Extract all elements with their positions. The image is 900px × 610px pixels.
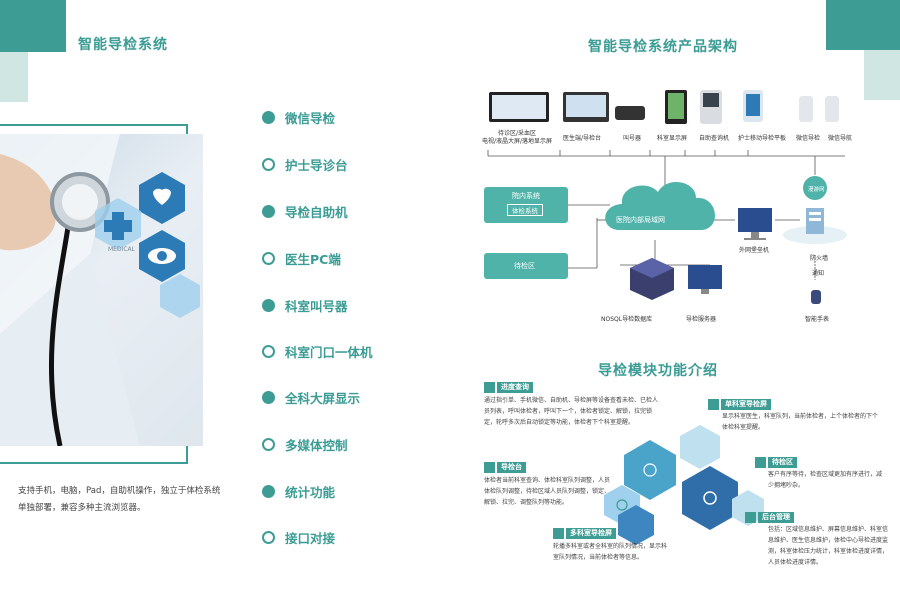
module-text-admin: 包括：区域信息维护、屏幕信息维护、科室信息维护、医生信息维护，体检中心导检进度监… [768, 526, 889, 566]
internal-system-box: 院内系统 体检系统 [484, 187, 568, 223]
feature-item: 全科大屏显示 [262, 388, 360, 407]
module-tag-admin: 后台管理 [745, 511, 794, 523]
feature-item: 科室叫号器 [262, 296, 348, 315]
device-label-tablet: 护士移动导检平板 [737, 135, 786, 142]
bullet-dot-icon [262, 485, 275, 498]
module-text-multi-screen: 轮播多科室或者全科室的队列情况，显示科室队列情况，当前体检者等信息。 [553, 543, 668, 561]
module-title: 导检模块功能介绍 [598, 363, 718, 379]
multi-screen-icon [553, 527, 564, 539]
screen-icon [708, 398, 719, 410]
nosql-label: NOSQL导检数据库 [601, 316, 653, 323]
module-text-waiting: 客户有序等待，检查区域更加有序进行，减少拥堵吵杂。 [768, 471, 883, 489]
photo-illustration [0, 134, 200, 446]
cloud-label: 医院内部局域网 [616, 216, 665, 224]
device-label-wechat-nav: 微信导航 [827, 135, 852, 142]
bullet-dot-icon [262, 111, 275, 124]
feature-item: 接口对接 [262, 528, 335, 547]
feature-item: 医生PC端 [262, 249, 341, 268]
doctor-stethoscope-photo: MEDICAL [0, 134, 203, 446]
module-tag-waiting: 待检区 [755, 456, 797, 468]
module-tag-desk: 导检台 [484, 461, 526, 473]
feature-item: 导检自助机 [262, 202, 348, 221]
firewall-label: 防火墙 [810, 255, 829, 262]
feature-item: 微信导检 [262, 108, 335, 127]
feature-item: 护士导诊台 [262, 155, 348, 174]
bullet-dot-icon [262, 299, 275, 312]
bullet-dot-icon [262, 205, 275, 218]
photo-medical-text: MEDICAL [108, 246, 135, 253]
device-label-caller: 叫号器 [622, 135, 641, 142]
bullet-ring-icon [262, 531, 275, 544]
bullet-ring-icon [262, 252, 275, 265]
corner-block-dark [826, 0, 900, 50]
module-tag-progress: 进度查询 [484, 381, 533, 393]
waiting-area-box: 待检区 [484, 253, 568, 279]
admin-icon [745, 511, 756, 523]
notify-label: 通知 [812, 270, 825, 277]
device-label-kiosk: 自助查询机 [698, 135, 729, 142]
roaming-network-label: 漫游网 [808, 187, 825, 193]
smart-watch-label: 智能手表 [805, 316, 830, 323]
feature-item: 统计功能 [262, 482, 335, 501]
feature-item: 科室门口一体机 [262, 342, 373, 361]
device-label-doctor: 医生端/导检台 [562, 135, 602, 142]
bullet-ring-icon [262, 438, 275, 451]
device-label-display: 待诊区/采血区 电视/液晶大屏/落地显示屏 [481, 130, 553, 145]
corner-block-dark [0, 0, 66, 52]
server-label: 导检服务器 [686, 316, 717, 323]
module-text-progress: 通过指引单、手机微信、自助机、导检屏等设备查看未检、已检人员列表，呼叫体检者，呼… [484, 397, 659, 426]
waiting-icon [755, 456, 766, 468]
corner-block-light [0, 52, 28, 102]
device-icons [489, 90, 839, 124]
bullet-dot-icon [262, 391, 275, 404]
left-description: 支持手机，电脑，Pad，自助机操作，独立于体检系统单独部署，兼容多种主流浏览器。 [18, 486, 221, 513]
architecture-diagram [487, 150, 847, 304]
module-text-single-screen: 显示科室医生，科室队列，当前体检者，上个体检者的下个体检科室提醒。 [722, 413, 879, 431]
architecture-title: 智能导检系统产品架构 [588, 39, 738, 55]
desk-icon [484, 461, 495, 473]
bullet-ring-icon [262, 158, 275, 171]
feature-item: 多媒体控制 [262, 435, 348, 454]
module-tag-multi-screen: 多科室导检屏 [553, 527, 616, 539]
module-text-desk: 体检者当前科室查询、体检科室队列调整，人员体检队列调整，待检区域人员队列调整，锁… [484, 477, 611, 506]
left-page-title: 智能导检系统 [78, 37, 168, 53]
external-server-label: 外网堡垒机 [739, 247, 770, 254]
module-tag-single-screen: 单科室导检屏 [708, 398, 771, 410]
device-label-dept-screen: 科室显示屏 [656, 135, 687, 142]
progress-icon [484, 381, 495, 393]
module-hex-cluster [604, 425, 764, 545]
bullet-ring-icon [262, 345, 275, 358]
device-label-wechat-guide: 微信导检 [795, 135, 820, 142]
corner-block-light [864, 50, 900, 100]
